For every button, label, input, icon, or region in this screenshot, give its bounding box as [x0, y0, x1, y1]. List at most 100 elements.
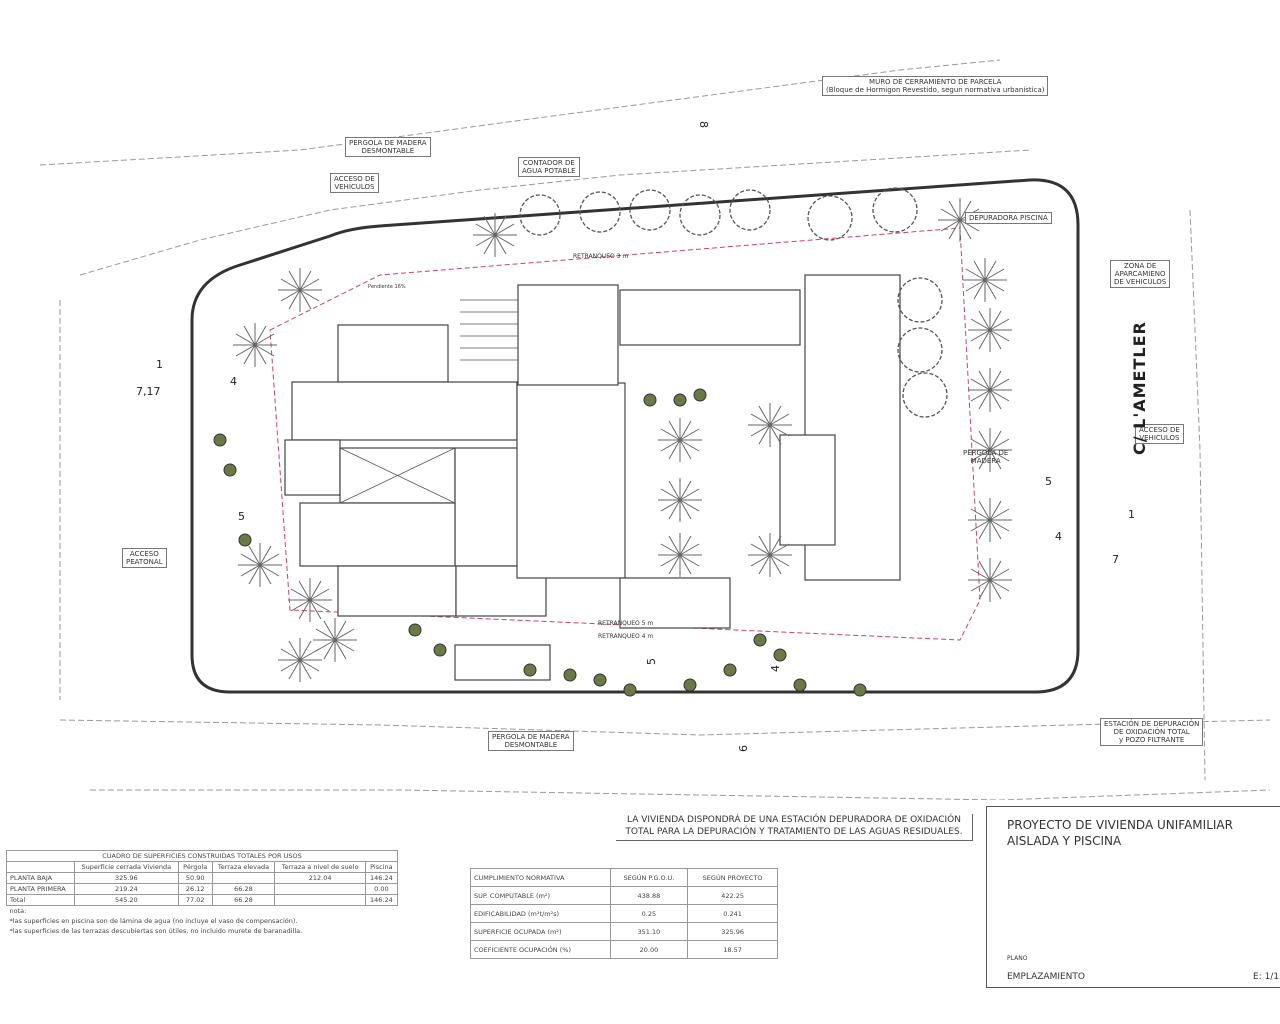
shrub-icon — [793, 678, 807, 692]
setback-line — [269, 227, 981, 641]
label-boundary-wall: MURO DE CERRAMIENTO DE PARCELA (Bloque d… — [822, 76, 1049, 96]
shrub-icon — [723, 663, 737, 677]
street-name: C/ L'AMETLER — [1130, 321, 1149, 455]
header-cell: Pérgola — [177, 861, 213, 873]
table-cell: 77.02 — [177, 894, 213, 906]
header-cell: Superficie cerrada Vivienda — [73, 861, 179, 873]
label-pedestrian-access: ACCESO PEATONAL — [122, 548, 167, 568]
site-plan-drawing — [39, 59, 1271, 800]
shrub-icon — [223, 463, 237, 477]
table-cell: 66.28 — [211, 883, 276, 895]
header-cell: Terraza elevada — [211, 861, 276, 873]
table-cell: SUP. COMPUTABLE (m²) — [470, 886, 611, 905]
shrub-icon — [693, 388, 707, 402]
table-cell — [211, 872, 276, 884]
header-cell: SEGÚN P.G.O.U. — [609, 868, 689, 887]
palm-tree-icon — [963, 258, 1007, 302]
palm-tree-icon — [288, 578, 332, 622]
dimension: 4 — [230, 375, 237, 388]
label-pool-equipment: DEPURADORA PISCINA — [965, 212, 1052, 224]
table-cell: Total — [6, 894, 75, 906]
table-cell: 0.241 — [687, 904, 778, 923]
table-cell: 545.20 — [73, 894, 179, 906]
palm-tree-icon — [473, 213, 517, 257]
table-cell: 351.10 — [609, 922, 689, 941]
table-cell: 0.00 — [364, 883, 399, 895]
label-vehicle-access-top: ACCESO DE VEHÍCULOS — [330, 173, 379, 193]
table-cell: 325.96 — [687, 922, 778, 941]
shrub-icon — [408, 623, 422, 637]
shrub-icon — [563, 668, 577, 682]
table-note: *las superficies en piscina son de lámin… — [9, 917, 298, 925]
wastewater-notice: LA VIVIENDA DISPONDRÁ DE UNA ESTACIÓN DE… — [616, 814, 973, 841]
palm-tree-icon — [968, 428, 1012, 472]
table-note: *las superficies de las terrazas descubi… — [9, 927, 303, 935]
dimension: 1 — [156, 358, 163, 371]
table-cell: SUPERFICIE OCUPADA (m²) — [470, 922, 611, 941]
title-block: PROYECTO DE VIVIENDA UNIFAMILIAR AISLADA… — [986, 806, 1280, 988]
table-cell: 212.04 — [274, 872, 366, 884]
dimension: 1 — [1128, 508, 1135, 521]
shrub-icon — [643, 393, 657, 407]
table-cell: 422.25 — [687, 886, 778, 905]
table-cell — [274, 883, 366, 895]
palm-tree-icon — [658, 533, 702, 577]
header-cell: CUMPLIMIENTO NORMATIVA — [470, 868, 611, 887]
palm-tree-icon — [278, 638, 322, 682]
palm-tree-icon — [968, 558, 1012, 602]
shrub-icon — [213, 433, 227, 447]
table-cell — [274, 894, 366, 906]
tree-icon — [729, 189, 771, 231]
shrub-icon — [773, 648, 787, 662]
tree-icon — [679, 194, 721, 236]
dimension: 5 — [238, 510, 245, 523]
project-title: PROYECTO DE VIVIENDA UNIFAMILIAR AISLADA… — [1007, 818, 1233, 848]
label-water-meter: CONTADOR DE AGUA POTABLE — [518, 157, 580, 177]
palm-tree-icon — [968, 498, 1012, 542]
table-cell: EDIFICABILIDAD (m²t/m²s) — [470, 904, 611, 923]
label-parking-zone: ZONA DE APARCAMIENO DE VEHICULOS — [1110, 260, 1171, 288]
shrub-icon — [853, 683, 867, 697]
plan-name: EMPLAZAMIENTO — [1007, 972, 1085, 982]
header-cell: SEGÚN PROYECTO — [687, 868, 778, 887]
buildings — [284, 274, 901, 681]
palm-tree-icon — [313, 618, 357, 662]
label-slope: Pendiente 16% — [368, 284, 406, 290]
table-note: nota: — [9, 907, 27, 915]
table-title: CUADRO DE SUPERFICIES CONSTRUIDAS TOTALE… — [6, 850, 398, 862]
plot-boundary-wall — [190, 178, 1080, 694]
table-cell: COEFICIENTE OCUPACIÓN (%) — [470, 940, 611, 959]
palm-tree-icon — [238, 543, 282, 587]
shrub-icon — [433, 643, 447, 657]
table-cell: 325.96 — [73, 872, 179, 884]
tree-icon — [897, 277, 943, 323]
shrub-icon — [523, 663, 537, 677]
dimension: 7 — [1112, 553, 1119, 566]
shrub-icon — [593, 673, 607, 687]
tree-icon — [872, 187, 918, 233]
tree-icon — [807, 195, 853, 241]
dimension: 7,17 — [136, 385, 161, 398]
table-cell: 146.24 — [364, 872, 399, 884]
table-cell: PLANTA PRIMERA — [6, 883, 75, 895]
header-cell: Terraza a nivel de suelo — [274, 861, 366, 873]
dimension: 8 — [697, 121, 710, 128]
pool — [619, 289, 801, 346]
table-cell: 26.12 — [177, 883, 213, 895]
shrub-icon — [753, 633, 767, 647]
compliance-table: CUMPLIMIENTO NORMATIVA SEGÚN P.G.O.U. SE… — [470, 868, 778, 959]
label-setback-4: RETRANQUEO 4 m — [598, 633, 654, 640]
tree-icon — [629, 189, 671, 231]
palm-tree-icon — [233, 323, 277, 367]
table-cell: 20.00 — [609, 940, 689, 959]
shrub-icon — [673, 393, 687, 407]
tree-icon — [897, 327, 943, 373]
table-cell: 66.28 — [211, 894, 276, 906]
header-cell: Piscina — [364, 861, 399, 873]
table-header: CUMPLIMIENTO NORMATIVA SEGÚN P.G.O.U. SE… — [470, 868, 778, 887]
table-cell: 438.88 — [609, 886, 689, 905]
